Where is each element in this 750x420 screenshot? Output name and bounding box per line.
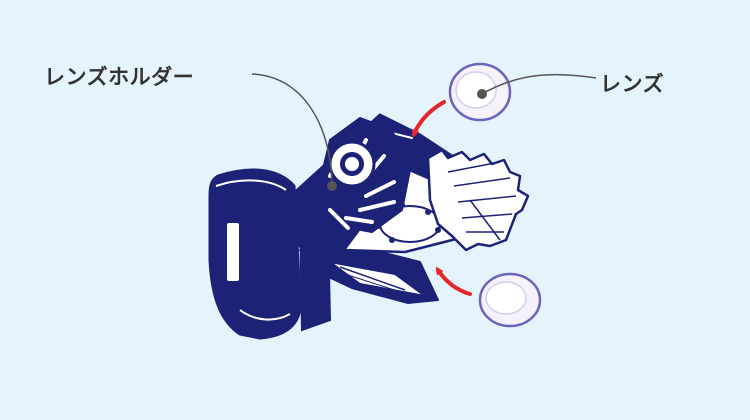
leader-dot-lens [477,89,487,99]
lens-label: レンズ [600,68,664,98]
leader-line-holder [252,74,332,184]
insert-arrow-top [414,102,444,134]
lens-holder-label: レンズホルダー [44,61,194,91]
insert-arrow-bottom [438,270,470,294]
lens-bottom [480,274,540,326]
leader-dot-holder [327,181,337,191]
